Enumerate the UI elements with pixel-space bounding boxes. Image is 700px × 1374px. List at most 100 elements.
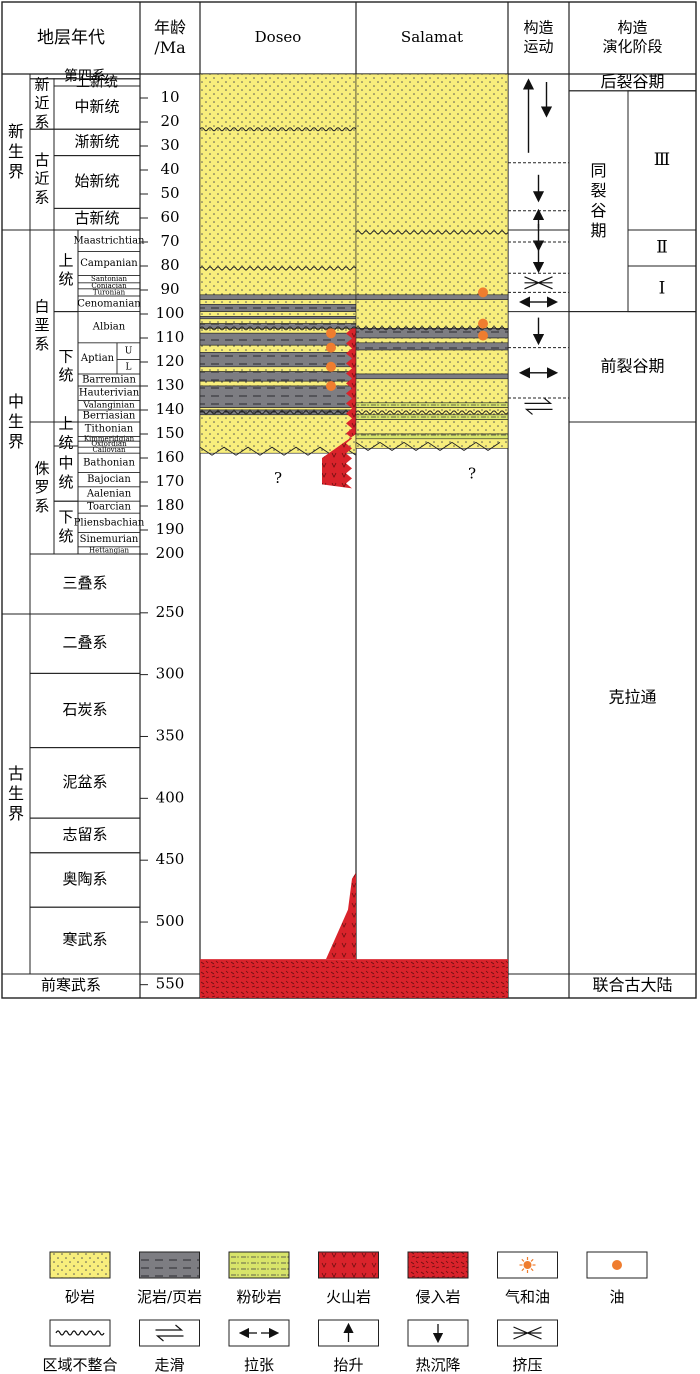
system-label: 奥陶系: [62, 870, 107, 888]
substage-label: Ⅲ: [654, 150, 670, 170]
age-tick-label: 40: [160, 160, 179, 178]
stage-label: Berriasian: [83, 411, 136, 422]
series-label: 上新统: [76, 74, 118, 90]
age-tick-label: 250: [156, 603, 185, 621]
era-label-cenozoic: 新生界: [8, 122, 24, 181]
legend-label-siltstone: 粉砂岩: [236, 1288, 281, 1306]
stage-label: Aptian: [80, 353, 115, 364]
age-tick-label: 400: [156, 788, 185, 806]
doseo-basement-intrusive: [200, 959, 356, 998]
oil-icon: [612, 1260, 622, 1270]
salamat-layer-sandstone: [355, 438, 509, 449]
system-label: 石炭系: [62, 700, 107, 718]
doseo-unconformity: [199, 127, 361, 132]
legend-label-intrusive: 侵入岩: [415, 1288, 460, 1306]
gas-ray: [530, 1268, 534, 1272]
system-label: 新近系: [34, 75, 49, 131]
stage-label: Turonian: [93, 288, 126, 296]
legend-label-volcanic: 火山岩: [326, 1288, 371, 1306]
aptian-sub-label: L: [126, 362, 132, 372]
doseo-layer-mudstone: [199, 316, 357, 320]
doseo-layer-sandstone: [199, 318, 357, 324]
unconformity-icon: [55, 1330, 105, 1336]
salamat-layer-sandstone: [355, 73, 509, 296]
salamat-layer-mudstone: [355, 373, 509, 380]
doseo-oil-dot: [326, 381, 336, 391]
system-label: 志留系: [62, 825, 107, 843]
salamat-oil-dot: [478, 318, 488, 329]
legend-label-oil: 油: [609, 1288, 624, 1306]
doseo-layer-mudstone: [199, 294, 357, 300]
stage-label: Pliensbachian: [74, 517, 145, 528]
age-tick-label: 60: [160, 208, 179, 226]
salamat-layer-mudstone: [355, 342, 509, 351]
salamat-column: ?: [355, 73, 509, 998]
legend-swatch-sandstone: [49, 1251, 111, 1279]
doseo-question-mark: ?: [274, 469, 282, 487]
tectonic-strike_slip-icon: [524, 397, 553, 415]
doseo-layer-sandstone: [199, 73, 357, 296]
header-tectonic: 构造运动: [523, 19, 553, 56]
system-label: 寒武系: [62, 931, 107, 949]
gas-ray: [521, 1268, 525, 1272]
series-label: 上统: [58, 251, 73, 288]
system-label: 三叠系: [62, 574, 107, 592]
legend-swatch-volcanic: [318, 1251, 379, 1279]
age-tick-label: 450: [156, 850, 185, 868]
series-label: 下统: [58, 508, 73, 545]
legend-label-sandstone: 砂岩: [65, 1288, 95, 1306]
compression-icon: [513, 1326, 542, 1340]
age-tick-label: 120: [156, 352, 185, 370]
doseo-layer-sandstone: [199, 407, 357, 411]
salamat-layer-siltstone: [355, 433, 509, 440]
doseo-layer-mudstone: [199, 371, 357, 382]
age-tick-label: 30: [160, 136, 179, 154]
legend-swatch-extension: [228, 1319, 290, 1347]
evolution-stage-label: 联合古大陆: [592, 976, 672, 995]
doseo-layer-sandstone: [199, 299, 357, 305]
stage-label: Maastrichtian: [74, 235, 146, 246]
salamat-unconformity: [355, 230, 509, 235]
system-label: 二叠系: [62, 634, 107, 652]
volcanic-dike: [322, 328, 356, 489]
legend: 砂岩泥岩/页岩粉砂岩火山岩侵入岩气和油油区域不整合走滑拉张抬升热沉降挤压: [42, 1251, 648, 1374]
stage-label: Coniacian: [91, 282, 127, 290]
aptian-sub-cell: [116, 359, 141, 375]
header-doseo: Doseo: [255, 28, 302, 46]
gas-ray: [530, 1258, 534, 1262]
header-age: 年龄/Ma: [154, 18, 186, 57]
salamat-layer-siltstone: [355, 402, 509, 408]
age-axis: 1020304050607080901001101201301401501601…: [140, 88, 184, 993]
legend-swatch-siltstone: [228, 1251, 290, 1279]
volcanic-spike: [326, 872, 356, 960]
strata-columns: 新生界中生界古生界第四系新近系古近系白垩系侏罗系三叠系二叠系石炭系泥盆系志留系奥…: [1, 67, 146, 999]
age-tick-label: 200: [156, 544, 185, 562]
doseo-oil-dot: [326, 328, 336, 339]
era-label-paleozoic: 古生界: [8, 764, 24, 823]
stage-label: Aalenian: [86, 489, 132, 500]
age-tick-label: 300: [156, 665, 185, 683]
salamat-basement-intrusive: [356, 959, 508, 998]
age-tick-label: 50: [160, 184, 179, 202]
series-label: 上统: [58, 415, 73, 452]
age-tick-label: 80: [160, 256, 179, 274]
stage-label: Toarcian: [87, 502, 131, 513]
age-tick-label: 190: [156, 520, 185, 538]
stage-label: Valanginian: [82, 401, 135, 411]
stage-label: Tithonian: [85, 424, 134, 435]
stage-label: Hettangian: [89, 546, 129, 554]
stage-label: Sinemurian: [80, 534, 139, 545]
salamat-base-line: [355, 441, 501, 451]
legend-swatch-intrusive: [407, 1251, 469, 1279]
doseo-oil-dot: [326, 342, 336, 353]
legend-label-strike_slip: 走滑: [154, 1356, 184, 1374]
age-tick-label: 90: [160, 280, 179, 298]
age-tick-label: 10: [160, 88, 179, 106]
legend-label-unconformity: 区域不整合: [42, 1356, 117, 1374]
legend-label-mudstone: 泥岩/页岩: [137, 1288, 202, 1306]
tectonic-motion-column: [508, 78, 569, 415]
header-strata: 地层年代: [37, 28, 105, 48]
salamat-layer-siltstone: [355, 414, 509, 420]
substage-label: Ⅰ: [659, 278, 666, 298]
